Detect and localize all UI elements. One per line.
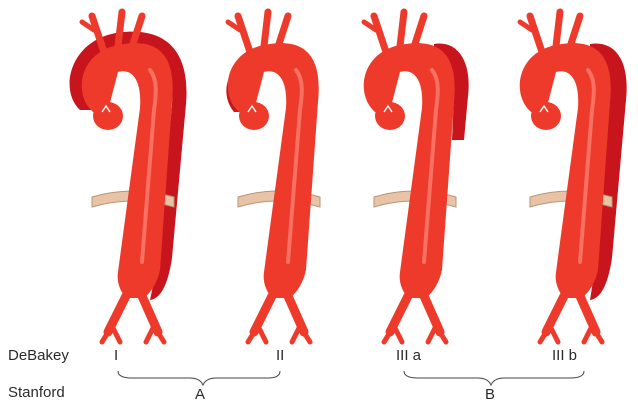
debakey-type-i-label: I (114, 348, 118, 363)
debakey-row-label: DeBakey (8, 348, 69, 363)
debakey-type-iii-b-label: III b (552, 348, 577, 363)
debakey-type-iii-a-label: III a (396, 348, 421, 363)
aorta-type-iii-a (364, 12, 469, 342)
aorta-type-ii (226, 12, 320, 342)
stanford-a-brace (118, 371, 280, 385)
stanford-b-brace (404, 371, 584, 385)
aorta-type-i (70, 12, 187, 342)
aorta-type-iii-b (520, 12, 627, 342)
debakey-type-ii-label: II (276, 348, 284, 363)
stanford-row-label: Stanford (8, 385, 65, 400)
